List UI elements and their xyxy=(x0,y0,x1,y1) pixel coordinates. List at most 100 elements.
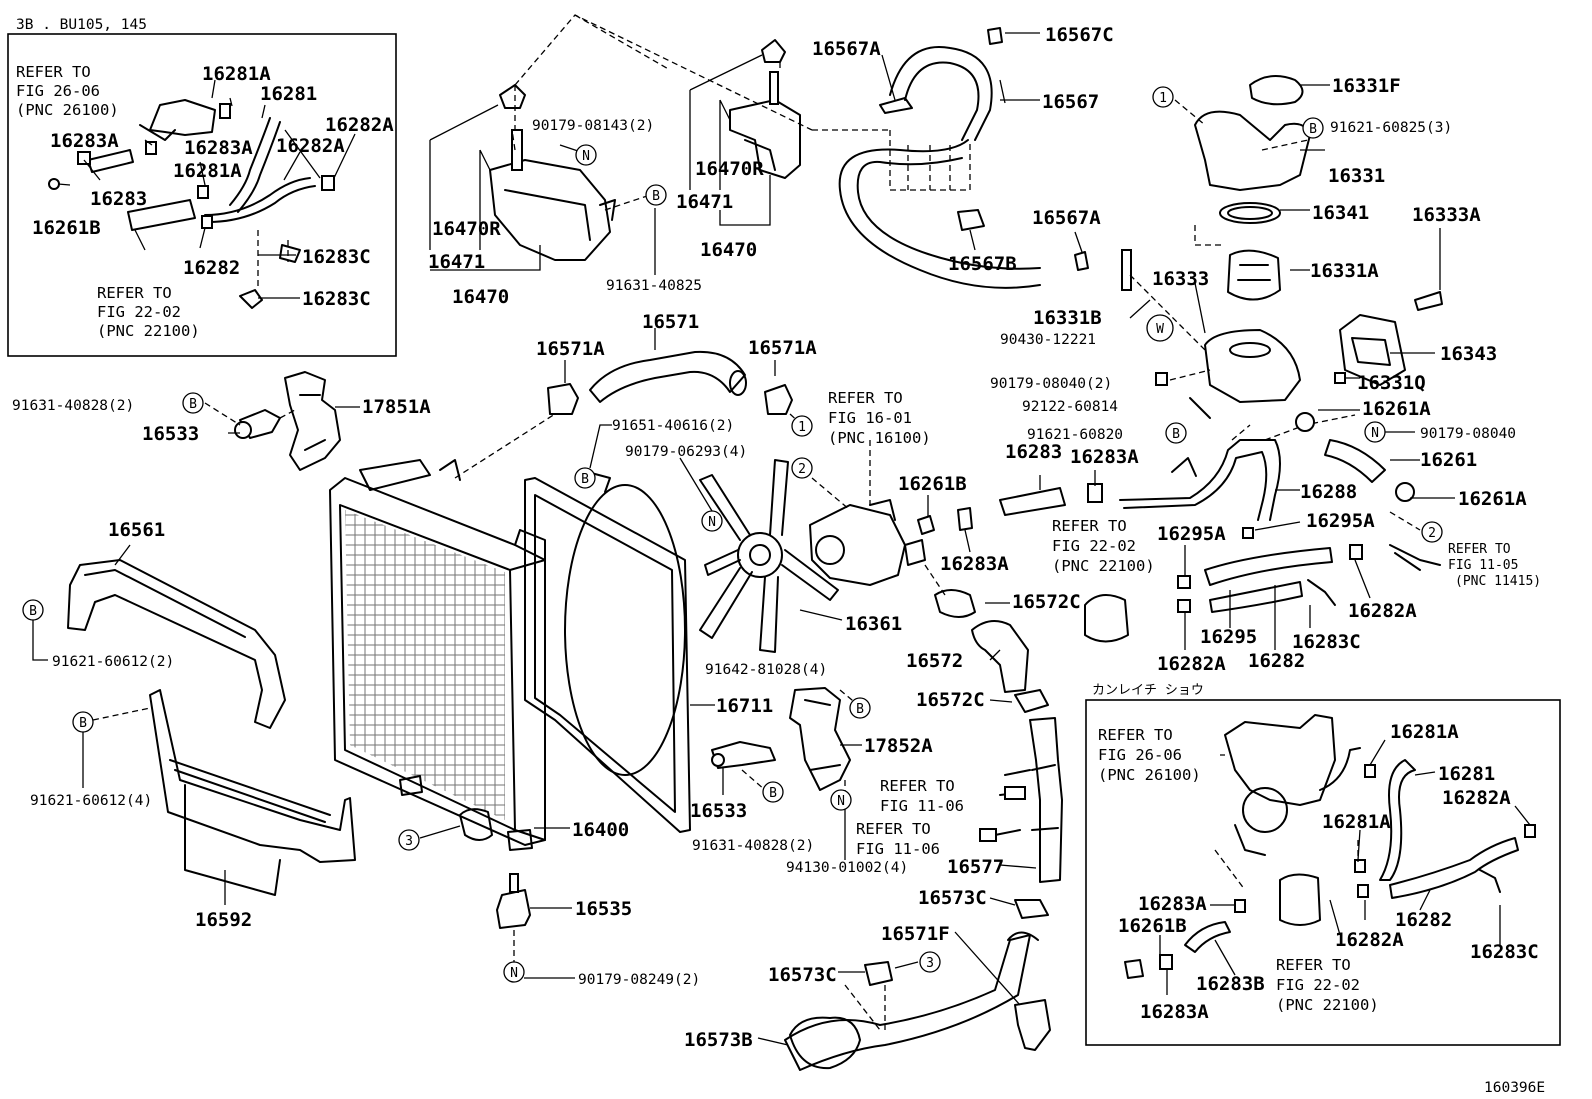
reservoir-tank-assembly xyxy=(429,14,1006,275)
svg-text:REFER TO: REFER TO xyxy=(1052,517,1127,535)
label-16281A-4: 16281A xyxy=(1322,811,1391,833)
label-16533-1: 16533 xyxy=(142,423,199,445)
partno-91631-40828-b: 91631-40828(2) xyxy=(692,838,814,854)
inset-title: 3B . BU105, 145 xyxy=(16,17,147,33)
label-16343: 16343 xyxy=(1440,343,1497,365)
inset-caption: カンレイチ ショウ xyxy=(1092,683,1204,698)
svg-text:REFER TO: REFER TO xyxy=(1276,956,1351,974)
label-16295A-1: 16295A xyxy=(1306,510,1375,532)
label-17852A: 17852A xyxy=(864,735,933,757)
svg-text:N: N xyxy=(510,966,518,981)
b-mark-6: B xyxy=(72,711,94,733)
label-16333: 16333 xyxy=(1152,268,1209,290)
svg-text:REFER TO: REFER TO xyxy=(880,777,955,795)
svg-text:B: B xyxy=(856,702,864,717)
label-16282A-1: 16282A xyxy=(325,114,394,136)
circle-3-mark-b: 3 xyxy=(919,951,941,973)
leader-n3 xyxy=(679,457,713,512)
svg-text:2: 2 xyxy=(1428,526,1436,541)
svg-text:B: B xyxy=(769,786,777,801)
label-16567B: 16567B xyxy=(948,253,1017,275)
svg-text:FIG 11-06: FIG 11-06 xyxy=(856,840,940,858)
label-16283C-1: 16283C xyxy=(302,246,371,268)
circle-1-mark-b: 1 xyxy=(791,415,813,437)
refer-note-fig-22-02-inset: REFER TO FIG 22-02 (PNC 22100) xyxy=(97,284,200,340)
label-16572C-1: 16572C xyxy=(1012,591,1081,613)
svg-text:(PNC 26100): (PNC 26100) xyxy=(1098,766,1201,784)
label-16283A-2: 16283A xyxy=(184,137,253,159)
label-16331Q: 16331Q xyxy=(1357,372,1426,394)
svg-text:N: N xyxy=(1371,426,1379,441)
label-16571A-2: 16571A xyxy=(748,337,817,359)
label-16341: 16341 xyxy=(1312,202,1369,224)
label-16283A-5: 16283A xyxy=(1138,893,1207,915)
svg-text:(PNC 11415): (PNC 11415) xyxy=(1455,574,1541,589)
label-16261B-2: 16261B xyxy=(898,473,967,495)
label-16573B: 16573B xyxy=(684,1029,753,1051)
label-16470R-2: 16470R xyxy=(695,158,764,180)
b-mark-7: B xyxy=(574,467,596,489)
label-16470-2: 16470 xyxy=(700,239,757,261)
svg-text:(PNC 22100): (PNC 22100) xyxy=(97,322,200,340)
svg-text:1: 1 xyxy=(798,420,806,435)
label-16283B: 16283B xyxy=(1196,973,1265,995)
label-16261A-2: 16261A xyxy=(1458,488,1527,510)
label-16283-2: 16283 xyxy=(1005,441,1062,463)
label-16711: 16711 xyxy=(716,695,773,717)
svg-text:B: B xyxy=(29,604,37,619)
b-mark-1: B xyxy=(645,184,667,206)
figure-id: 160396E xyxy=(1484,1080,1545,1096)
label-16470-1: 16470 xyxy=(452,286,509,308)
partno-91621-60612-a: 91621-60612(2) xyxy=(52,654,174,670)
label-16281A-2: 16281A xyxy=(173,160,242,182)
label-16288: 16288 xyxy=(1300,481,1357,503)
leader-b7 xyxy=(589,424,612,469)
label-16331F: 16331F xyxy=(1332,75,1401,97)
label-16295: 16295 xyxy=(1200,626,1257,648)
label-16577: 16577 xyxy=(947,856,1004,878)
circle-2-mark-b: 2 xyxy=(791,457,813,479)
label-16361: 16361 xyxy=(845,613,902,635)
n-mark-2: N xyxy=(1364,421,1386,443)
n-mark-5: N xyxy=(503,961,525,983)
circle-2-mark-a: 2 xyxy=(1421,521,1443,543)
b-mark-5: B xyxy=(22,599,44,621)
svg-text:3: 3 xyxy=(926,956,934,971)
svg-text:FIG 22-02: FIG 22-02 xyxy=(1276,976,1360,994)
svg-text:FIG 16-01: FIG 16-01 xyxy=(828,409,912,427)
label-16281A-1: 16281A xyxy=(202,63,271,85)
leader-b5 xyxy=(32,620,48,661)
svg-text:REFER TO: REFER TO xyxy=(1448,542,1511,557)
label-16567C: 16567C xyxy=(1045,24,1114,46)
partno-91631-40828-a: 91631-40828(2) xyxy=(12,398,134,414)
svg-text:FIG 26-06: FIG 26-06 xyxy=(1098,746,1182,764)
b-mark-9: B xyxy=(762,781,784,803)
label-16283A-4: 16283A xyxy=(940,553,1009,575)
svg-text:B: B xyxy=(1309,122,1317,137)
label-16282A-5: 16282A xyxy=(1442,787,1511,809)
svg-text:B: B xyxy=(79,716,87,731)
label-16533-2: 16533 xyxy=(690,800,747,822)
partno-90179-08143: 90179-08143(2) xyxy=(532,118,654,134)
label-17851A: 17851A xyxy=(362,396,431,418)
label-16282-1: 16282 xyxy=(183,257,240,279)
partno-91651-40616: 91651-40616(2) xyxy=(612,418,734,434)
water-outlet-assembly xyxy=(1121,75,1443,441)
label-16561: 16561 xyxy=(108,519,165,541)
label-16572C-2: 16572C xyxy=(916,689,985,711)
label-16282-3: 16282 xyxy=(1395,909,1452,931)
svg-text:REFER TO: REFER TO xyxy=(97,284,172,302)
svg-text:FIG 11-05: FIG 11-05 xyxy=(1448,558,1518,573)
label-16261B-1: 16261B xyxy=(32,217,101,239)
label-16331B: 16331B xyxy=(1033,307,1102,329)
svg-text:(PNC 22100): (PNC 22100) xyxy=(1276,996,1379,1014)
inset-cold-region-parts xyxy=(1124,714,1536,995)
label-16471-2: 16471 xyxy=(676,191,733,213)
label-16283C-2: 16283C xyxy=(302,288,371,310)
svg-text:FIG 26-06: FIG 26-06 xyxy=(16,82,100,100)
b-mark-2: B xyxy=(1302,117,1324,139)
label-16282A-3: 16282A xyxy=(1348,600,1417,622)
label-16573C-2: 16573C xyxy=(768,964,837,986)
svg-text:REFER TO: REFER TO xyxy=(16,63,91,81)
mount-16535 xyxy=(496,873,575,979)
